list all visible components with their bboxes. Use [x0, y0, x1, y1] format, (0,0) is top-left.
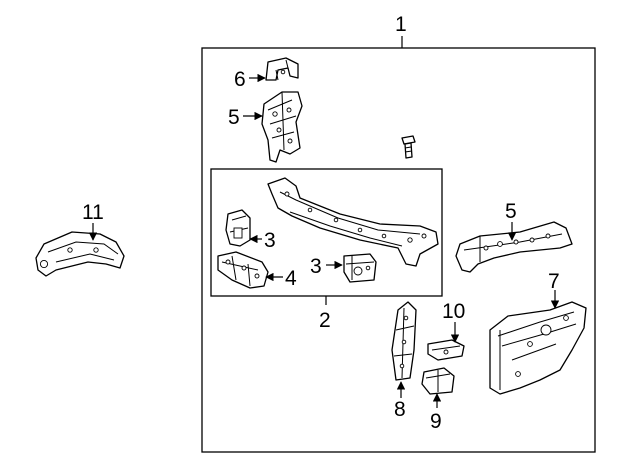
callout-7: 7 — [548, 270, 560, 293]
callout-5a: 5 — [228, 106, 240, 129]
part-4-bracket — [217, 251, 269, 289]
callout-3b: 3 — [310, 255, 322, 278]
crossmember — [267, 177, 439, 267]
bolt — [401, 135, 416, 159]
part-5-left-support — [261, 91, 303, 163]
callout-9: 9 — [430, 410, 442, 433]
assembly-frame — [201, 47, 596, 453]
callout-1: 1 — [395, 13, 407, 36]
part-5-right-support — [455, 221, 573, 273]
callout-5b: 5 — [505, 200, 517, 223]
callout-6: 6 — [234, 68, 246, 91]
callout-3a: 3 — [264, 229, 276, 252]
part-9-block — [421, 367, 455, 395]
part-10-plate — [427, 339, 465, 361]
callout-11: 11 — [82, 201, 104, 224]
part-7-panel — [489, 301, 587, 395]
part-3-center-mount — [343, 253, 377, 283]
callout-10: 10 — [442, 300, 465, 323]
part-8-reinforcement — [391, 301, 417, 381]
callout-4: 4 — [285, 267, 297, 290]
part-11-bracket — [35, 231, 125, 277]
part-3-left-mount — [225, 209, 251, 247]
callout-2: 2 — [319, 309, 331, 332]
part-6-bracket — [265, 57, 299, 81]
callout-8: 8 — [394, 398, 406, 421]
